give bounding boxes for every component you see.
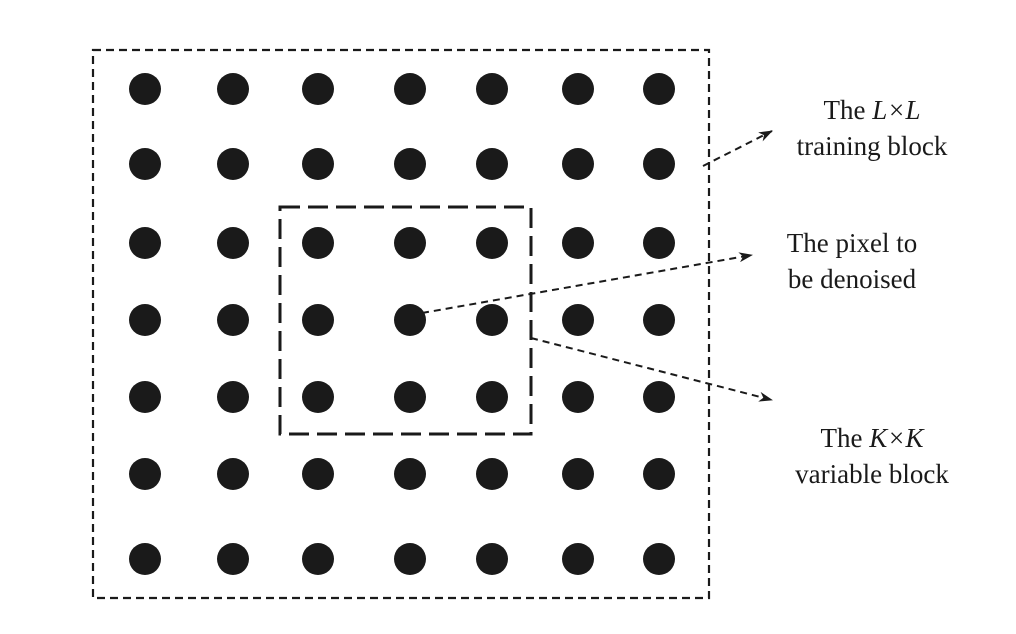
pixel-dot <box>562 304 594 336</box>
pixel-dot <box>476 148 508 180</box>
pixel-dot <box>302 458 334 490</box>
pixel-dot <box>394 458 426 490</box>
pixel-arrow <box>421 252 753 314</box>
pixel-label-line1: The pixel to <box>786 228 918 258</box>
pixel-dot <box>129 227 161 259</box>
training-block-label: The L×L training block <box>772 92 972 164</box>
variable-block-arrow <box>530 337 773 402</box>
pixel-dot <box>129 304 161 336</box>
pixel-dot <box>476 381 508 413</box>
variable-label-var: K×K <box>869 423 924 453</box>
pixel-dot <box>476 458 508 490</box>
pixel-dot <box>217 73 249 105</box>
pixel-dot <box>643 458 675 490</box>
pixel-grid <box>129 73 675 575</box>
pixel-dot <box>217 148 249 180</box>
target-pixel-dot <box>394 304 426 336</box>
pixel-dot <box>302 148 334 180</box>
pixel-dot <box>562 381 594 413</box>
pixel-dot <box>562 227 594 259</box>
pixel-dot <box>643 381 675 413</box>
training-block-arrow <box>702 130 773 167</box>
pixel-label: The pixel to be denoised <box>752 225 952 297</box>
pixel-dot <box>302 381 334 413</box>
pixel-dot <box>302 543 334 575</box>
pixel-dot <box>129 381 161 413</box>
training-label-line2: training block <box>796 131 948 161</box>
training-label-prefix: The <box>823 95 873 125</box>
pixel-dot <box>129 148 161 180</box>
training-label-var: L×L <box>872 95 921 125</box>
pixel-dot <box>217 458 249 490</box>
variable-label-line2: variable block <box>795 459 949 489</box>
pixel-dot <box>394 148 426 180</box>
pixel-dot <box>394 543 426 575</box>
pixel-dot <box>394 73 426 105</box>
pixel-dot <box>643 304 675 336</box>
pixel-label-line2: be denoised <box>787 264 917 294</box>
pixel-dot <box>217 227 249 259</box>
pixel-dot <box>476 304 508 336</box>
training-block-border <box>91 48 711 600</box>
pixel-dot <box>476 543 508 575</box>
pixel-dot <box>562 458 594 490</box>
pixel-dot <box>562 543 594 575</box>
variable-block-border <box>278 205 533 436</box>
variable-label-prefix: The <box>820 423 870 453</box>
pixel-dot <box>129 543 161 575</box>
pixel-dot <box>217 304 249 336</box>
pixel-dot <box>129 73 161 105</box>
pixel-dot <box>302 227 334 259</box>
pixel-dot <box>302 304 334 336</box>
pixel-dot <box>217 381 249 413</box>
pixel-dot <box>643 543 675 575</box>
pixel-dot <box>217 543 249 575</box>
pixel-dot <box>643 148 675 180</box>
pixel-dot <box>476 227 508 259</box>
pixel-dot <box>643 227 675 259</box>
pixel-dot <box>562 148 594 180</box>
pixel-dot <box>394 381 426 413</box>
pixel-dot <box>643 73 675 105</box>
pixel-dot <box>476 73 508 105</box>
variable-block-label: The K×K variable block <box>772 420 972 492</box>
pixel-dot <box>129 458 161 490</box>
pixel-dot <box>562 73 594 105</box>
pixel-dot <box>394 227 426 259</box>
pixel-dot <box>302 73 334 105</box>
